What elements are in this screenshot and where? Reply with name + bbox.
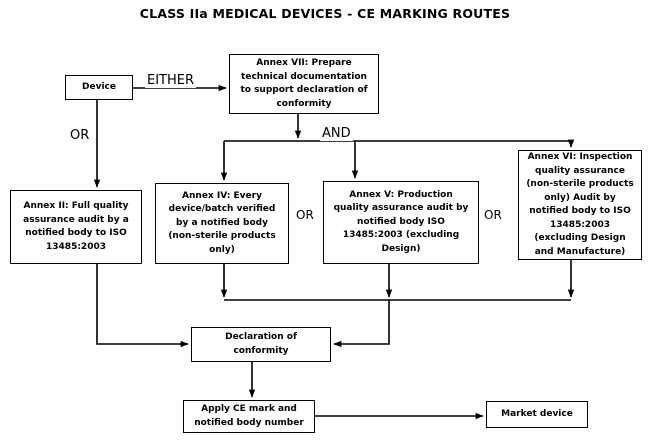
node-apply-ce-mark[interactable]: Apply CE mark and notified body number bbox=[183, 400, 315, 433]
connector-merge-to-declaration bbox=[333, 300, 390, 348]
node-apply-ce-label: Apply CE mark and notified body number bbox=[194, 404, 304, 428]
or-separator-annex-v-annex-vi: OR bbox=[484, 208, 502, 222]
node-market-device[interactable]: Market device bbox=[486, 401, 588, 428]
page-title: CLASS IIa MEDICAL DEVICES - CE MARKING R… bbox=[139, 6, 511, 21]
node-device[interactable]: Device bbox=[65, 75, 133, 100]
node-annex-vii[interactable]: Annex VII: Prepare technical documentati… bbox=[229, 54, 379, 114]
node-annex-vi[interactable]: Annex VI: Inspection quality assurance (… bbox=[518, 150, 642, 260]
node-annex-iv[interactable]: Annex IV: Every device/batch verified by… bbox=[155, 183, 289, 264]
node-annex-v-label: Annex V: Production quality assurance au… bbox=[333, 189, 469, 254]
node-declaration-of-conformity[interactable]: Declaration of conformity bbox=[191, 327, 331, 362]
node-market-device-label: Market device bbox=[501, 408, 573, 419]
node-annex-ii-label: Annex II: Full quality assurance audit b… bbox=[23, 201, 129, 252]
node-annex-iv-label: Annex IV: Every device/batch verified by… bbox=[168, 190, 276, 255]
node-declaration-label: Declaration of conformity bbox=[225, 332, 297, 356]
node-annex-v[interactable]: Annex V: Production quality assurance au… bbox=[323, 181, 479, 264]
node-annex-vi-label: Annex VI: Inspection quality assurance (… bbox=[526, 152, 634, 257]
connector-annex-ii-to-declaration bbox=[96, 264, 189, 348]
edge-label-and: AND bbox=[320, 126, 353, 141]
edge-label-or-left: OR bbox=[68, 128, 92, 143]
or-separator-annex-iv-annex-v: OR bbox=[296, 208, 314, 222]
node-annex-vii-label: Annex VII: Prepare technical documentati… bbox=[240, 58, 368, 109]
node-annex-ii[interactable]: Annex II: Full quality assurance audit b… bbox=[10, 190, 142, 264]
node-device-label: Device bbox=[82, 81, 116, 92]
edge-label-either: EITHER bbox=[145, 73, 197, 88]
